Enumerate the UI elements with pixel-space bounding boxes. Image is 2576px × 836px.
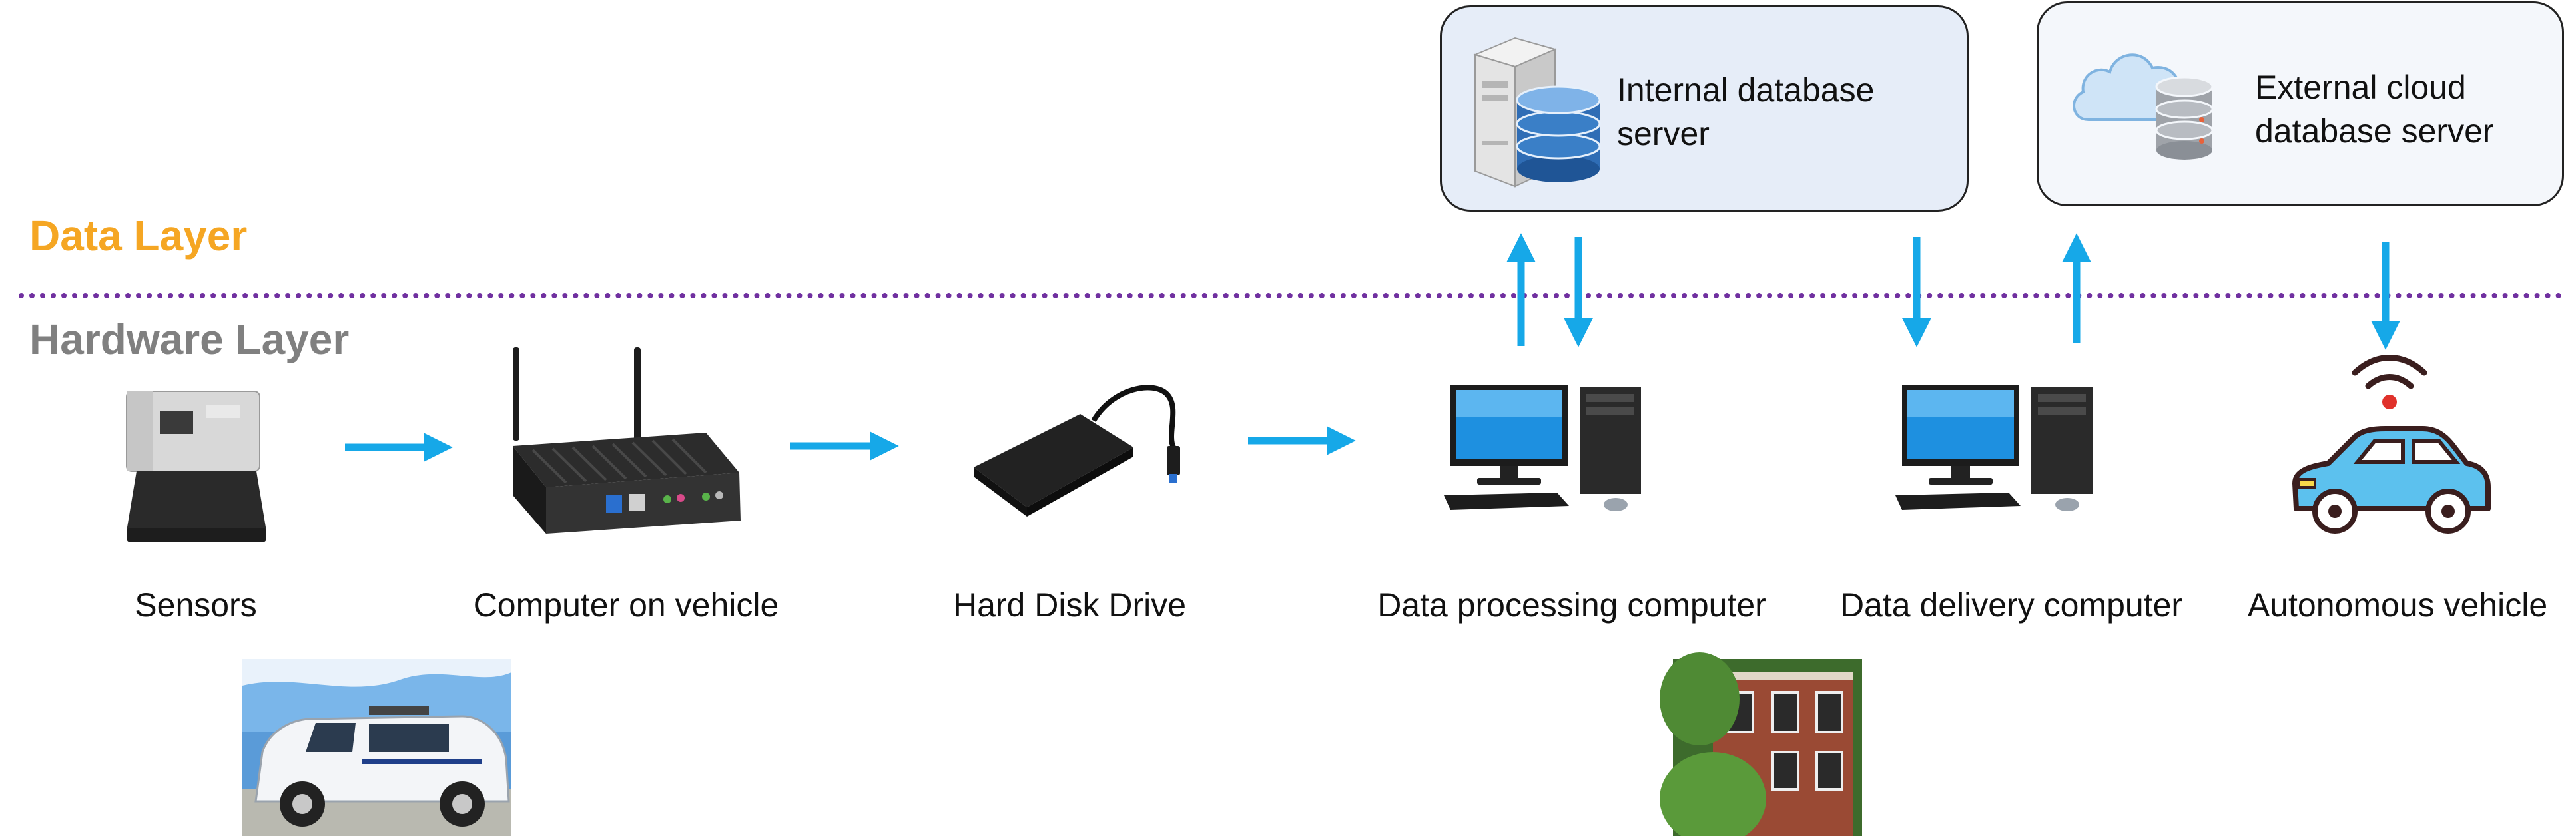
internal-database-server-label: Internal database server [1617,71,1875,152]
data-processing-computer-label: Data processing computer [1377,586,1766,624]
desktop-computer-icon [1444,385,1641,511]
campus-building-photo [1660,652,1862,836]
autonomous-vehicle-label: Autonomous vehicle [2247,586,2548,624]
survey-vehicle-photo [242,659,511,836]
data-layer-title: Data Layer [29,212,248,260]
database-icon [1516,85,1601,182]
lidar-sensor-icon [126,391,266,542]
layer-divider [19,293,2563,298]
data-delivery-computer-label: Data delivery computer [1839,586,2183,624]
external-cloud-database-server-label: External cloud database server [2255,69,2494,150]
car-icon [2292,426,2491,534]
sensors-label: Sensors [135,586,257,624]
wifi-icon [2352,355,2427,409]
hard-disk-drive-label: Hard Disk Drive [952,586,1187,624]
mini-pc-icon [513,347,741,534]
database-icon [2155,76,2214,160]
computer-on-vehicle-label: Computer on vehicle [473,586,779,624]
hardware-layer-title: Hardware Layer [29,315,350,363]
desktop-computer-icon [1895,385,2093,511]
hard-disk-icon [974,385,1180,517]
